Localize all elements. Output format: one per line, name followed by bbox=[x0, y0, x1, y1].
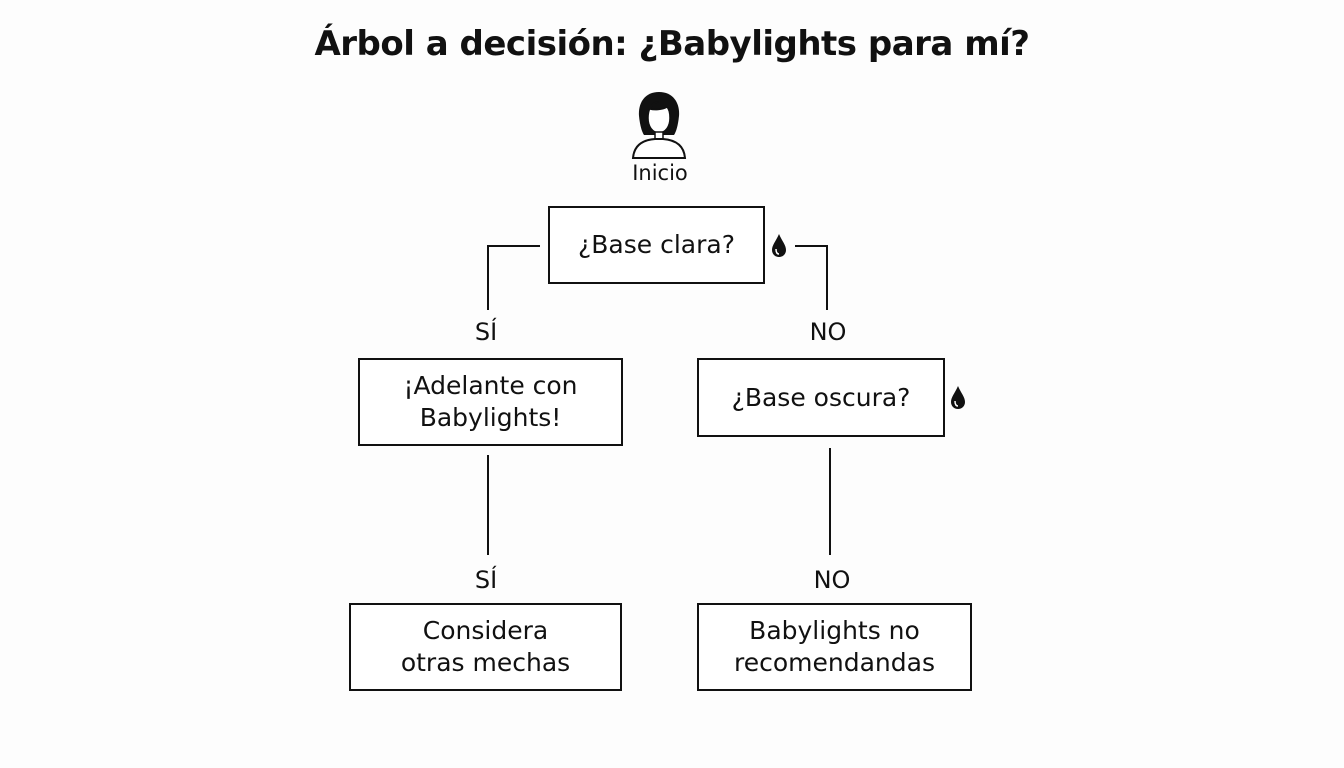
node-no-recomendadas: Babylights no recomendandas bbox=[697, 603, 972, 691]
node-considera: Considera otras mechas bbox=[349, 603, 622, 691]
branch-label-si: SÍ bbox=[474, 566, 498, 594]
node-no-recomendadas-line-1: Babylights no bbox=[749, 616, 920, 645]
node-adelante-line-1: ¡Adelante con bbox=[403, 371, 578, 400]
node-base-oscura-text: ¿Base oscura? bbox=[731, 382, 911, 412]
drop-icon bbox=[772, 234, 786, 257]
branch-label-si: SÍ bbox=[474, 318, 498, 346]
node-base-oscura: ¿Base oscura? bbox=[697, 358, 945, 437]
woman-avatar-icon bbox=[631, 92, 687, 159]
diagram-title: Árbol a decisión: ¿Babylights para mí? bbox=[314, 24, 1030, 64]
node-adelante-line-2: Babylights! bbox=[419, 403, 562, 432]
node-base-clara-text: ¿Base clara? bbox=[578, 230, 735, 259]
connector-base-clara-to-si bbox=[487, 245, 540, 310]
branch-label-no: NO bbox=[813, 566, 851, 594]
node-considera-line-1: Considera bbox=[422, 616, 549, 645]
node-adelante: ¡Adelante con Babylights! bbox=[358, 358, 623, 446]
connector-base-clara-to-no bbox=[795, 245, 828, 310]
start-label: Inicio bbox=[632, 161, 688, 185]
node-no-recomendadas-line-2: recomendandas bbox=[734, 648, 935, 677]
drop-icon bbox=[951, 386, 965, 409]
node-considera-line-2: otras mechas bbox=[400, 648, 571, 677]
branch-label-no: NO bbox=[809, 318, 847, 346]
node-base-clara: ¿Base clara? bbox=[548, 206, 765, 284]
